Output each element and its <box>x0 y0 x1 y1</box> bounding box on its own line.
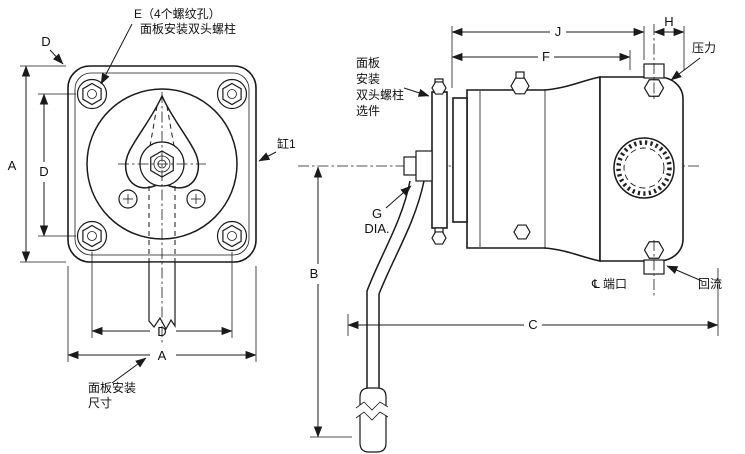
mounting-flange <box>452 97 468 223</box>
pressure-leader <box>670 57 701 81</box>
note-panel-mount-line1: 面板安装 <box>88 380 136 395</box>
label-port-centerline: ℄ 端口 <box>591 277 627 291</box>
stud-option-leader <box>403 87 430 97</box>
boss-right <box>186 189 206 209</box>
dim-label-a-horizontal: A <box>158 348 167 363</box>
front-view: A D D D A 面板安装 尺寸 E（4个螺纹孔） 面板安装双头螺柱 缸1 <box>8 7 296 410</box>
note-e-line2: 面板安装双头螺柱 <box>140 21 236 36</box>
dim-label-h: H <box>664 14 673 29</box>
lever-grip <box>359 387 387 453</box>
grip-break-mask <box>356 402 388 420</box>
shaft-body <box>415 150 433 182</box>
mounting-panel <box>431 91 448 229</box>
hidden-taper-right <box>166 105 176 153</box>
panel-nut-top <box>431 81 447 95</box>
panel-nut-bottom <box>431 231 447 245</box>
dim-label-j: J <box>555 24 562 39</box>
label-return: 回流 <box>698 277 722 291</box>
side-view: J H F B C 压力 回流 ℄ 端口 G DIA. 面板 <box>298 14 722 453</box>
dim-label-d-vertical: D <box>39 164 48 179</box>
note-e-leader <box>100 23 133 85</box>
dim-label-d-callout: D <box>41 34 50 49</box>
bolt-hole-bottom-right <box>216 220 248 252</box>
note-stud-option-line1: 面板 <box>356 56 380 70</box>
lever-arm-outer <box>378 180 425 388</box>
note-stud-option-line3: 双头螺柱 <box>356 87 404 102</box>
bottom-nut <box>513 224 531 240</box>
dim-label-c: C <box>528 317 537 332</box>
bolt-hole-top-right <box>216 78 248 110</box>
dim-label-b: B <box>310 266 319 281</box>
end-cap-circle <box>613 137 675 199</box>
g-dia-leader <box>385 185 412 209</box>
label-pressure: 压力 <box>692 41 716 55</box>
grip-break-top <box>355 401 389 411</box>
dim-label-f: F <box>542 49 550 64</box>
grip-break-bottom <box>355 411 389 421</box>
dim-label-d-horizontal: D <box>157 324 166 339</box>
d-callout-leader <box>49 49 64 65</box>
top-nut <box>510 77 530 95</box>
bolt-circle-dashed <box>623 147 665 189</box>
note-panel-mount-line2: 尺寸 <box>88 396 112 410</box>
note-e-line1: E（4个螺纹孔） <box>134 7 221 21</box>
dim-label-a-vertical: A <box>8 158 17 173</box>
hidden-taper-left <box>148 105 158 153</box>
note-stud-option-line2: 安装 <box>356 71 380 86</box>
dim-label-g: G <box>372 206 382 221</box>
panel-mount-leader <box>111 357 147 384</box>
label-cylinder1: 缸1 <box>277 136 296 151</box>
dim-label-g-dia: DIA. <box>364 221 389 236</box>
return-leader <box>666 265 703 282</box>
bolt-hole-bottom-left <box>76 220 108 252</box>
cylinder1-leader <box>258 151 277 162</box>
bolt-hole-top-left <box>76 78 108 110</box>
housing-body <box>466 76 601 262</box>
boss-left <box>118 189 138 209</box>
shaft-tip <box>403 156 417 176</box>
spline-teeth <box>616 140 672 196</box>
note-stud-option-line4: 选件 <box>356 104 380 118</box>
